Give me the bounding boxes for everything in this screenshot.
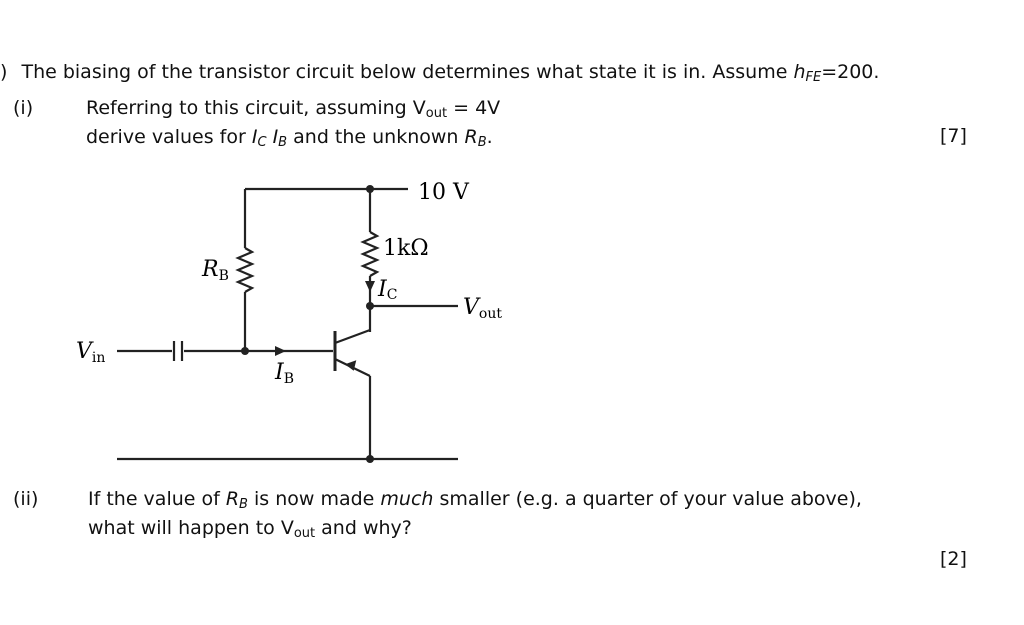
- ic-arrow: [365, 281, 375, 292]
- vout-subscript: out: [425, 106, 448, 121]
- part-ii-marks: [2]: [940, 548, 967, 570]
- rb-resistor: [235, 247, 255, 293]
- part-i-line2: derive values for IC IB and the unknown …: [86, 125, 493, 149]
- supply-label: 10 V: [418, 180, 470, 205]
- part-ii-line2-end: and why?: [315, 517, 412, 539]
- rb-subscript: B: [477, 135, 487, 150]
- ic-subscript: C: [257, 135, 267, 150]
- part-i-label: (i): [13, 97, 34, 119]
- ib-arrow: [275, 346, 286, 356]
- part-i-line1-value: = 4V: [447, 97, 501, 119]
- ib-subscript: B: [278, 135, 288, 150]
- hfe-subscript: FE: [805, 70, 822, 85]
- question-marker: ): [0, 61, 8, 83]
- part-i-line2-text: derive values for: [86, 126, 252, 148]
- rc-resistor: [360, 231, 380, 277]
- ib-label: IB: [274, 360, 294, 387]
- part-ii-line1-text: If the value of: [88, 488, 226, 510]
- part-i-marks: [7]: [940, 125, 967, 147]
- part-i-line2-mid: and the unknown: [287, 126, 465, 148]
- emitter-arrow: [344, 360, 357, 371]
- vout-subscript-ii: out: [293, 526, 316, 541]
- hfe-value: =200.: [821, 61, 880, 83]
- vout-label: Vout: [463, 295, 502, 322]
- much-emphasis: much: [380, 488, 434, 510]
- junction-dot: [366, 455, 374, 463]
- ic-label: IC: [377, 277, 397, 303]
- intro-text: The biasing of the transistor circuit be…: [21, 61, 794, 83]
- part-i-line1: Referring to this circuit, assuming Vout…: [86, 96, 500, 120]
- part-ii-line1: If the value of RB is now made much smal…: [88, 487, 862, 511]
- part-i-line2-end: .: [486, 126, 493, 148]
- ib-symbol: I: [272, 126, 279, 148]
- junction-dot: [366, 185, 374, 193]
- part-ii-label: (ii): [13, 488, 39, 510]
- part-ii-line1-end: smaller (e.g. a quarter of your value ab…: [433, 488, 862, 510]
- vin-label: Vin: [76, 339, 105, 366]
- part-ii-line1-mid: is now made: [247, 488, 381, 510]
- transistor-collector: [334, 328, 371, 345]
- question-intro: ) The biasing of the transistor circuit …: [0, 60, 879, 84]
- part-ii-line2-text: what will happen to V: [88, 517, 294, 539]
- part-ii-line2: what will happen to Vout and why?: [88, 516, 412, 540]
- hfe-symbol: h: [793, 61, 806, 83]
- junction-dot: [366, 302, 374, 310]
- rb-subscript-ii: B: [239, 497, 248, 512]
- rc-label: 1kΩ: [383, 236, 429, 261]
- part-i-line1-text: Referring to this circuit, assuming V: [86, 97, 426, 119]
- rb-label: RB: [201, 257, 229, 284]
- ic-symbol: I: [251, 126, 258, 148]
- junction-dot: [241, 347, 249, 355]
- rb-symbol-ii: R: [225, 488, 240, 510]
- rb-symbol: R: [464, 126, 478, 148]
